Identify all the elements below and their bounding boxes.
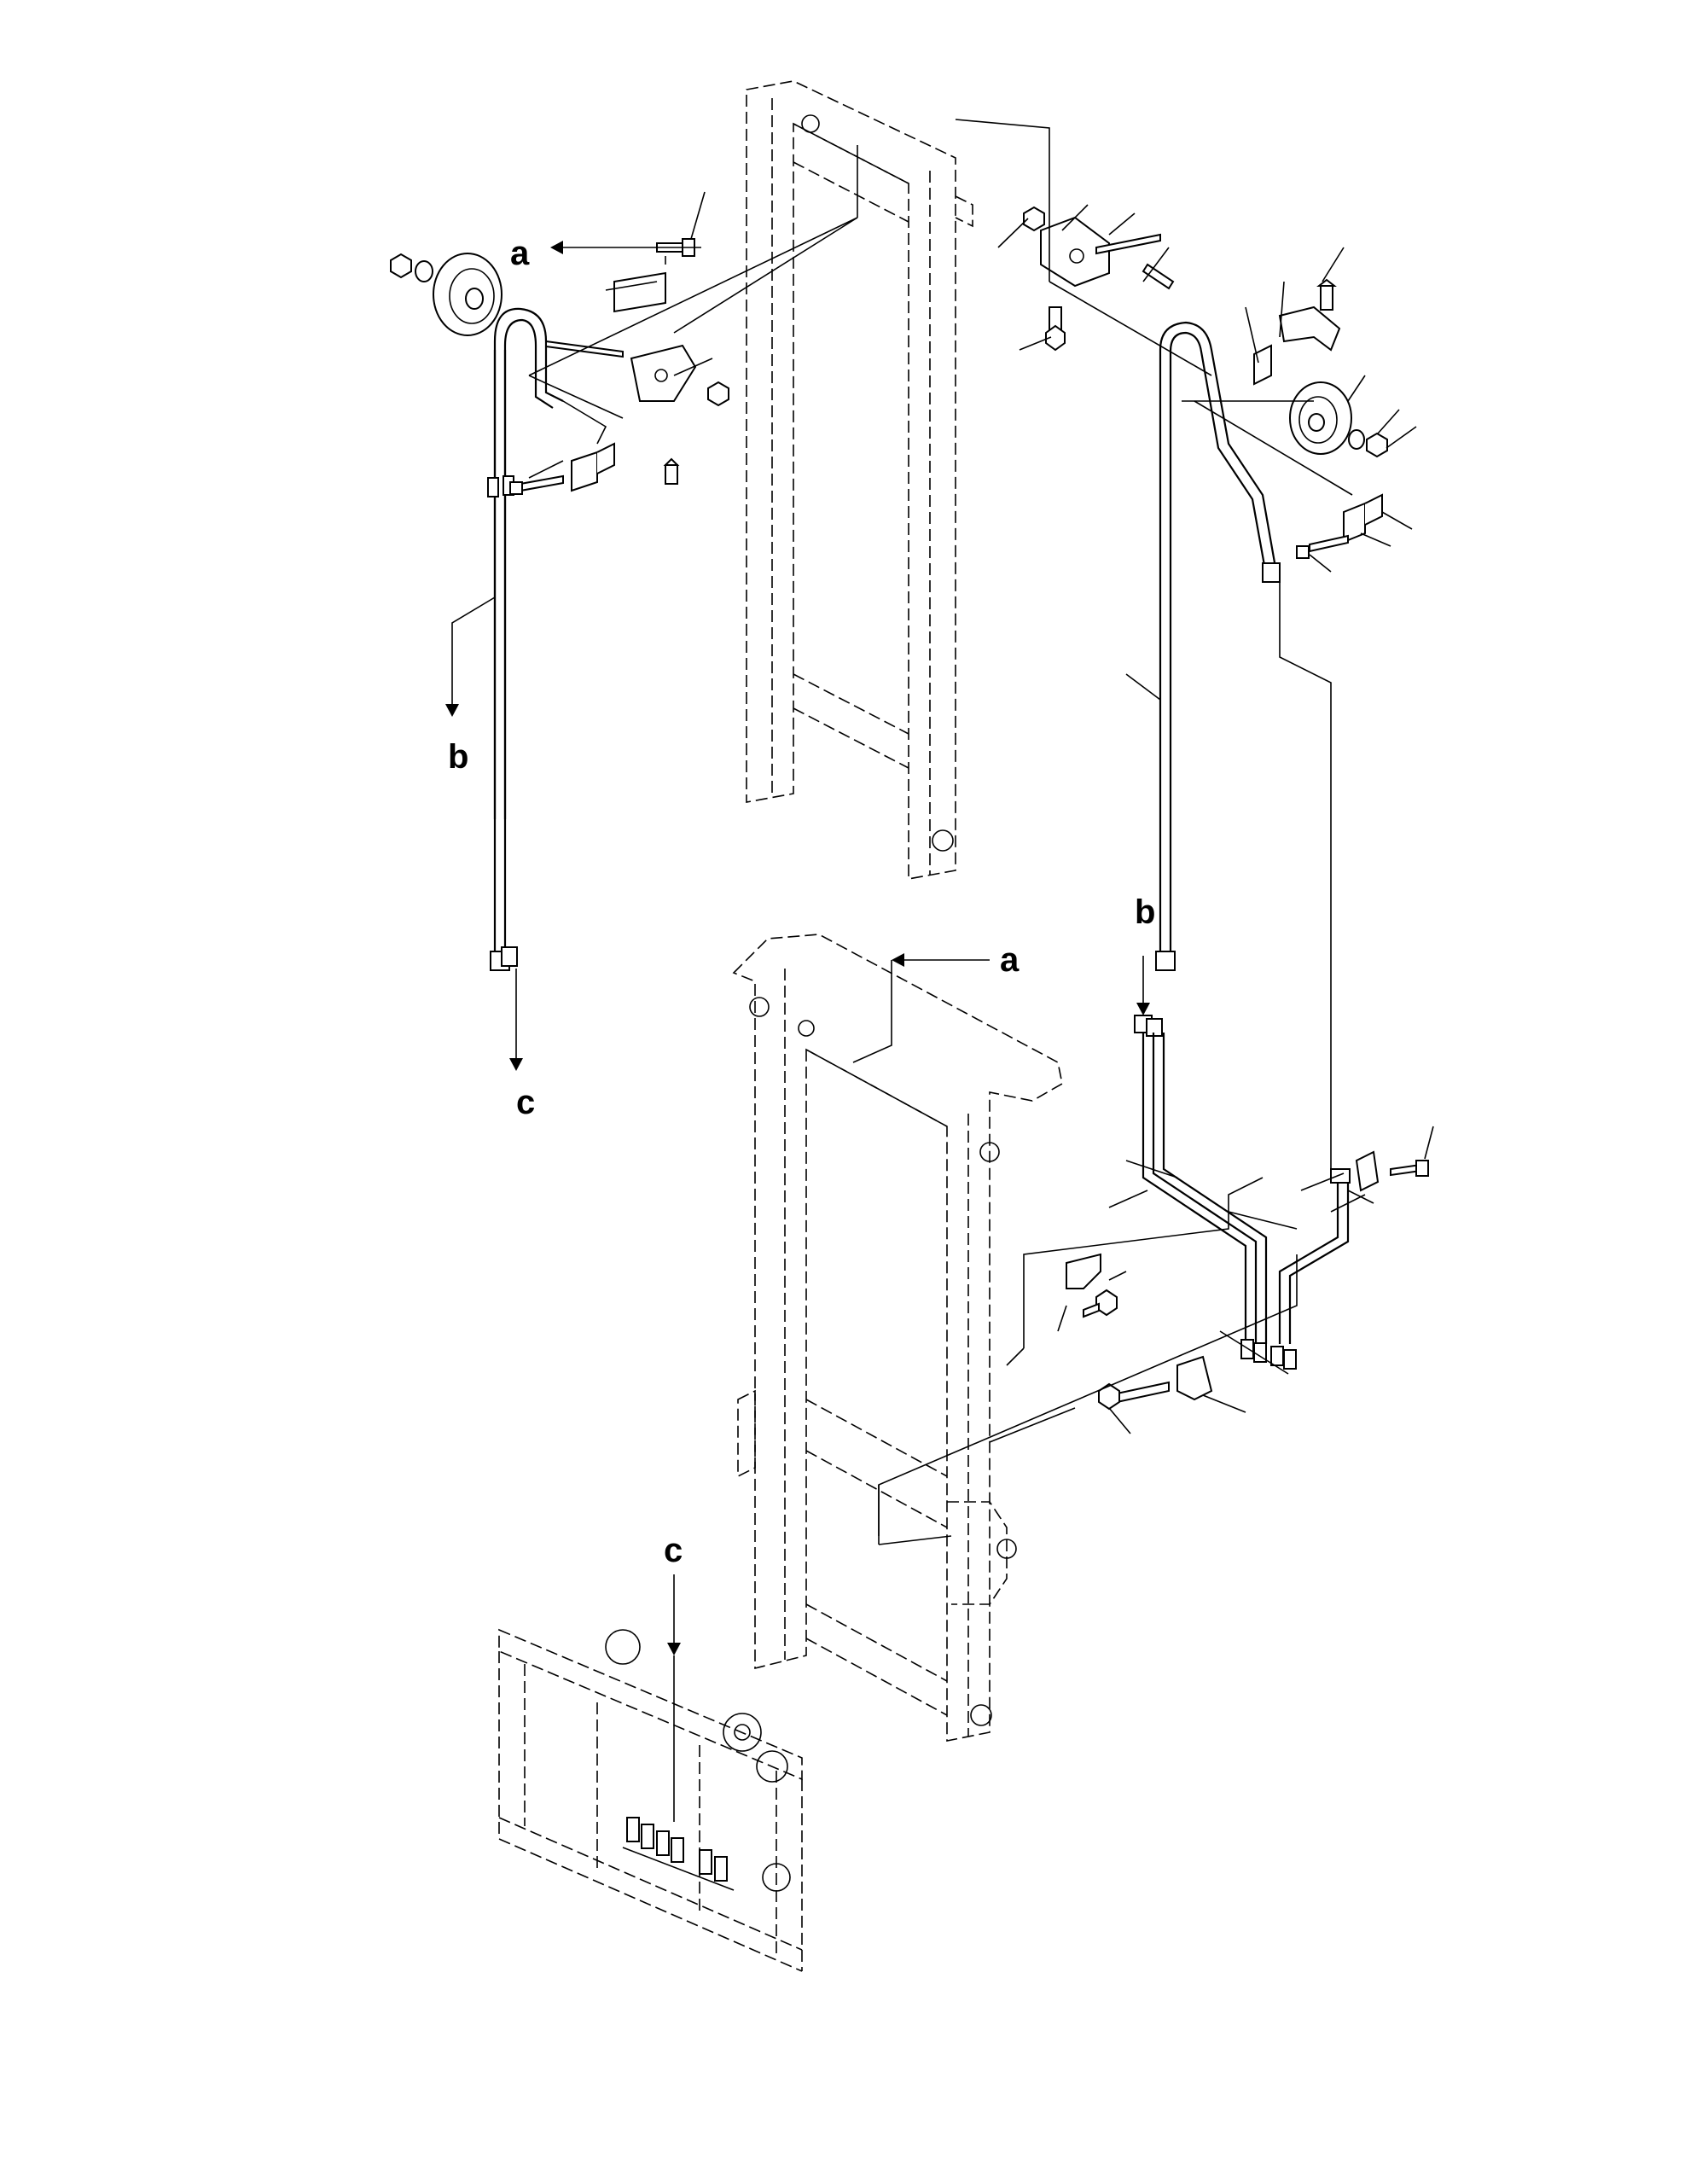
label-c-upper: c [516,1084,535,1121]
arrow-a-lower [852,953,990,1063]
fork-carriage [498,1628,803,1972]
label-a-lower: a [1000,941,1020,979]
left-sheave-assembly [390,145,858,1071]
label-a-upper: a [510,235,530,272]
lower-right-piping [878,956,1434,1545]
inner-mast-upper [746,80,973,880]
outer-mast-lower [732,934,1063,1742]
label-b-lower: b [1135,893,1155,931]
carriage-hose-fittings [622,1817,735,1891]
label-c-lower: c [664,1532,683,1569]
label-b-upper: b [448,738,468,776]
arrow-c-lower [667,1574,681,1822]
right-sheave-assembly [955,119,1417,1169]
